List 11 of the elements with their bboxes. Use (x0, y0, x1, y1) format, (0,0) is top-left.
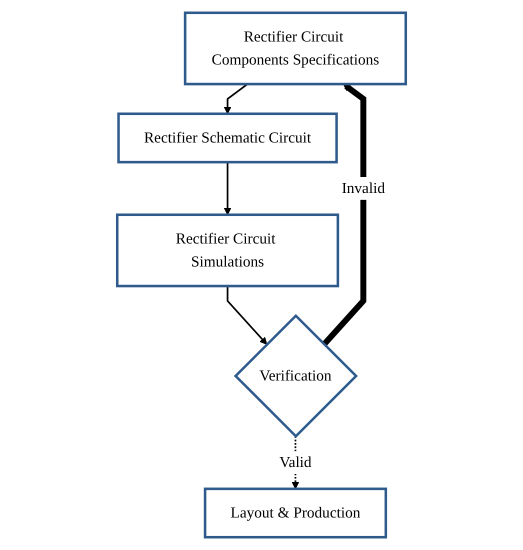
node-diamond: Verification (234, 314, 358, 438)
arrow (226, 286, 268, 345)
arrow (322, 84, 366, 346)
node-box: Rectifier Schematic Circuit (117, 112, 338, 164)
edge-label: Valid (279, 454, 312, 471)
node-box: Rectifier Circuit Components Specifications (184, 12, 408, 86)
arrow (224, 83, 248, 114)
arrow (224, 162, 232, 216)
node-box: Layout & Production (204, 488, 388, 538)
node-box: Rectifier Circuit Simulations (116, 213, 340, 288)
edge-label: Invalid (342, 180, 385, 197)
